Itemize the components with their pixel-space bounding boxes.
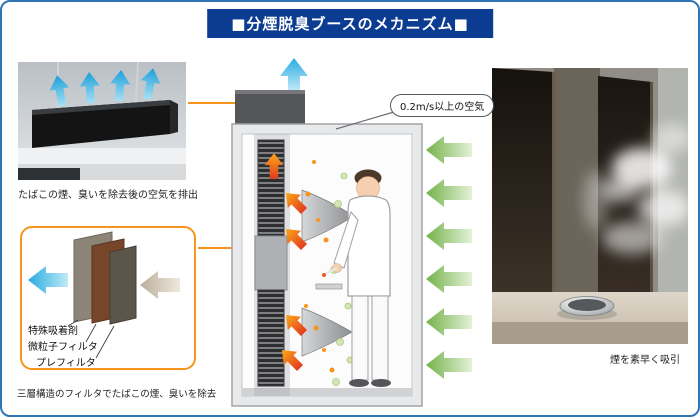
filter-panels (73, 231, 137, 325)
filter-label-particle: 微粒子フィルタ (28, 342, 98, 353)
roof-exhaust-arrow (280, 58, 308, 90)
exhaust-air-arrows (49, 68, 161, 107)
clean-air-arrow (28, 266, 68, 294)
ashtray-ledge (315, 283, 343, 290)
exhaust-duct (32, 100, 178, 148)
smoke (583, 124, 688, 254)
suction-photo (492, 68, 688, 344)
airflow-callout: 0.2m/s以上の空気 (390, 94, 495, 117)
page-title: ■分煙脱臭ブースのメカニズム■ (207, 9, 493, 38)
suction-photo-graphic (492, 68, 688, 344)
suction-caption: 煙を素早く吸引 (610, 355, 680, 366)
filter-label-pre: プレフィルタ (36, 358, 96, 369)
filter-detail-box: 特殊吸着剤 微粒子フィルタ プレフィルタ (20, 226, 196, 370)
connector-line-exhaust (188, 102, 268, 104)
filter-caption: 三層構造のフィルタでたばこの煙、臭いを除去 (17, 389, 217, 400)
green-airflow-arrows (426, 136, 472, 379)
exhaust-caption: たばこの煙、臭いを除去後の空気を排出 (18, 190, 198, 201)
person-figure (322, 169, 391, 387)
booth-panels (492, 68, 653, 344)
label-leader-lines (67, 319, 115, 359)
exhaust-photo (18, 62, 186, 180)
filter-layers-diagram (28, 231, 180, 359)
filter-label-adsorbent: 特殊吸着剤 (28, 326, 78, 337)
callout-leader-line (335, 111, 395, 130)
exhaust-photo-graphic (18, 62, 186, 180)
intake-air-arrow (140, 271, 180, 299)
roof-exhaust-unit (235, 90, 305, 124)
counter-and-ashtray (492, 292, 688, 344)
booth-diagram (231, 58, 472, 407)
